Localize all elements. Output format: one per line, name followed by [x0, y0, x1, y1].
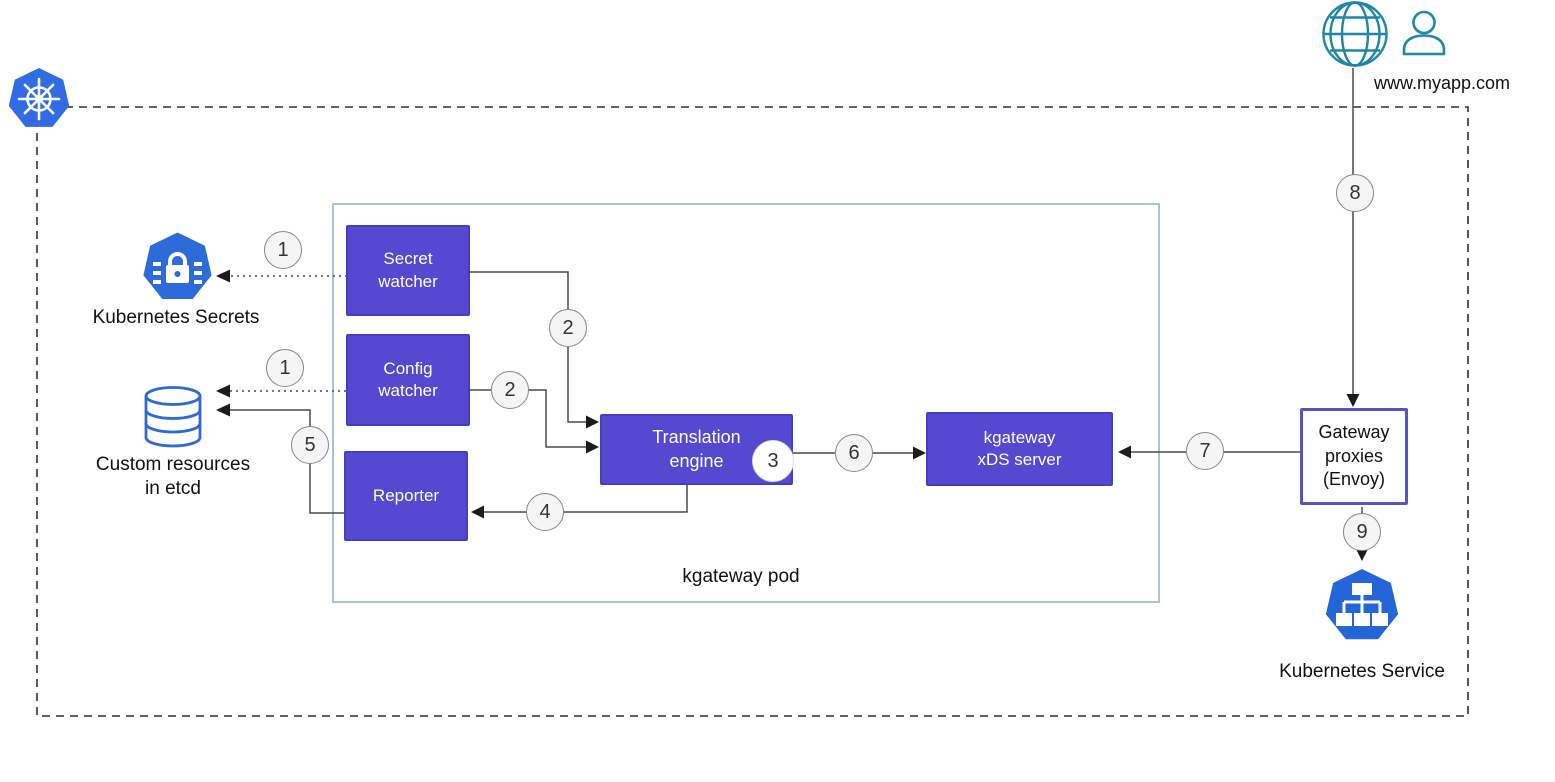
step-badge-9: 9 [1343, 513, 1381, 551]
myapp-domain-label: www.myapp.com [1374, 73, 1511, 93]
step-badge-1-etcd: 1 [266, 349, 304, 387]
xds-server-node: kgateway xDS server [926, 412, 1113, 486]
kgateway-pod-label: kgateway pod [682, 566, 800, 587]
step-badge-8: 8 [1336, 174, 1374, 212]
etcd-database-icon [144, 386, 202, 448]
kubernetes-secrets-icon [143, 232, 212, 299]
reporter-node: Reporter [344, 451, 468, 541]
user-icon [1402, 10, 1446, 56]
gateway-proxies-node: Gateway proxies (Envoy) [1300, 408, 1408, 505]
custom-resources-label: Custom resources in etcd [95, 454, 251, 499]
step-badge-1-secrets: 1 [264, 231, 302, 269]
step-badge-7: 7 [1186, 432, 1224, 470]
step-badge-6: 6 [835, 434, 873, 472]
step-badge-5: 5 [291, 426, 329, 464]
config-watcher-node: Config watcher [346, 334, 470, 426]
internet-globe-icon [1322, 1, 1388, 67]
kubernetes-service-label: Kubernetes Service [1279, 661, 1445, 682]
step-badge-2-secret: 2 [549, 309, 587, 347]
secret-watcher-node: Secret watcher [346, 225, 470, 316]
step-badge-4: 4 [526, 493, 564, 531]
kubernetes-logo-icon [8, 68, 70, 127]
kubernetes-service-icon [1325, 569, 1399, 640]
step-badge-2-config: 2 [491, 371, 529, 409]
kubernetes-secrets-label: Kubernetes Secrets [92, 307, 260, 328]
step-badge-3: 3 [752, 440, 794, 482]
